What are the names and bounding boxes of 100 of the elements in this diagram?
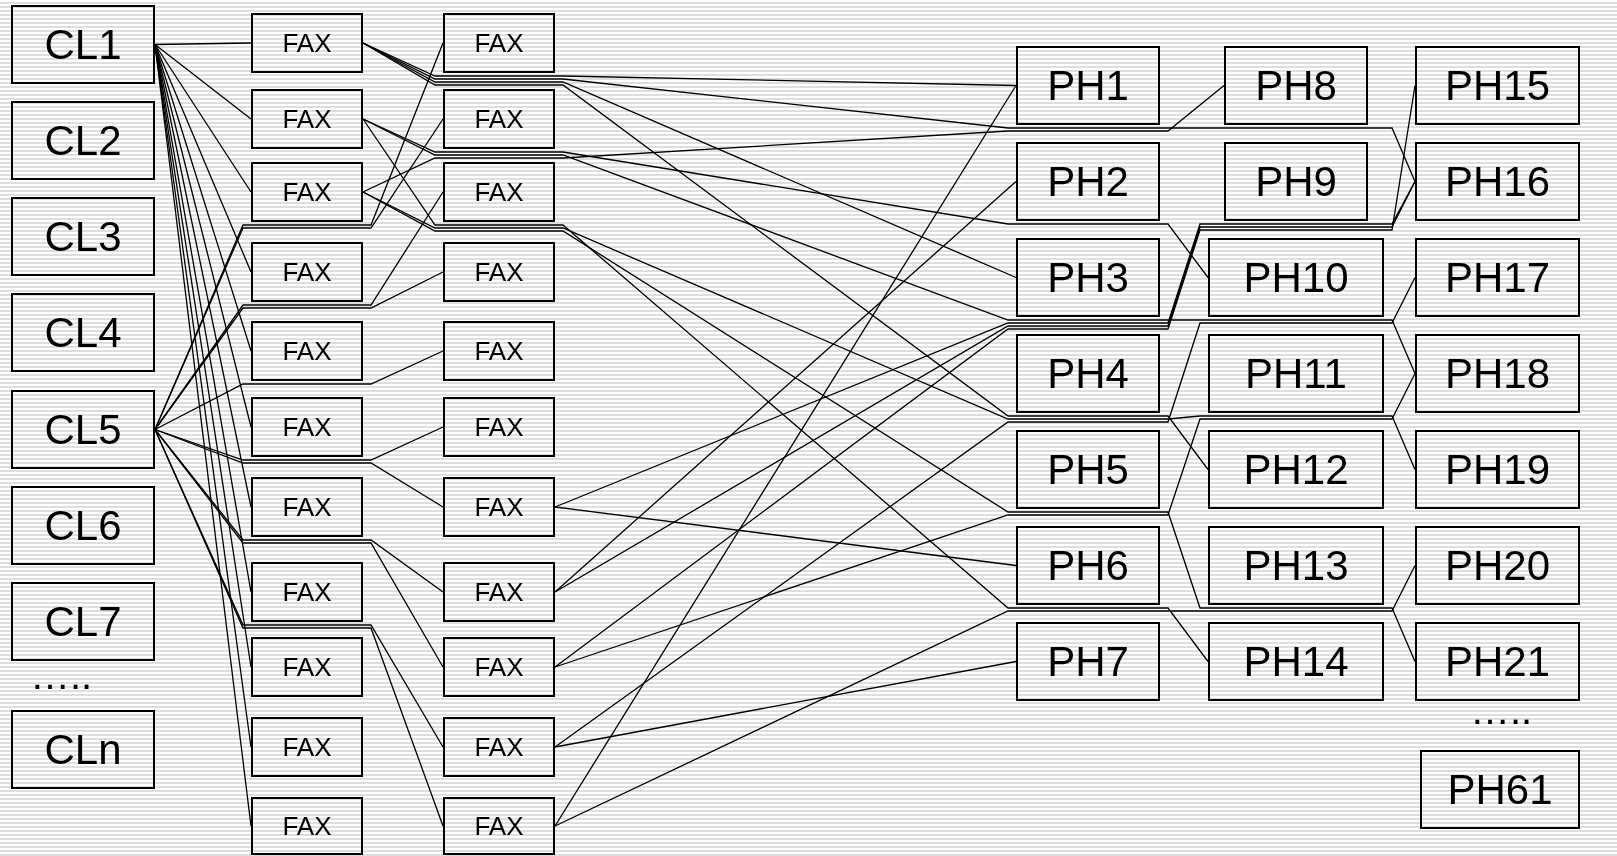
node-box xyxy=(251,797,363,855)
node-box xyxy=(1016,622,1160,701)
node-box xyxy=(443,397,555,457)
node-box xyxy=(1016,430,1160,509)
node-label: FAX xyxy=(474,813,524,839)
node-label: PH7 xyxy=(1047,640,1129,683)
connector-line xyxy=(154,428,444,827)
connector-line xyxy=(154,118,444,431)
node-label: FAX xyxy=(474,30,524,56)
node-box xyxy=(1415,46,1580,125)
node-label: PH2 xyxy=(1047,160,1129,203)
node-box xyxy=(1420,750,1580,829)
node-box xyxy=(443,797,555,855)
node-box xyxy=(251,321,363,381)
node-box xyxy=(1208,622,1384,701)
node-label: CL3 xyxy=(44,215,122,258)
node-label: FAX xyxy=(474,494,524,520)
node-box xyxy=(11,293,155,372)
node-box xyxy=(251,637,363,697)
node-label: FAX xyxy=(474,654,524,680)
node-box xyxy=(443,637,555,697)
ellipsis-label: ….. xyxy=(1470,690,1533,730)
node-label: FAX xyxy=(474,338,524,364)
connector-line xyxy=(554,564,1416,827)
node-label: FAX xyxy=(282,734,332,760)
node-box xyxy=(1016,238,1160,317)
node-label: FAX xyxy=(474,106,524,132)
node-label: PH1 xyxy=(1047,64,1129,107)
connector-line xyxy=(154,428,444,668)
node-label: CL2 xyxy=(44,119,122,162)
node-box xyxy=(1016,142,1160,221)
node-box xyxy=(1016,526,1160,605)
node-box xyxy=(1016,334,1160,413)
node-box xyxy=(1415,526,1580,605)
node-label: PH4 xyxy=(1047,352,1129,395)
node-box xyxy=(443,242,555,302)
node-box xyxy=(1208,430,1384,509)
node-label: FAX xyxy=(282,338,332,364)
node-box xyxy=(11,390,155,469)
connector-line xyxy=(362,118,1209,663)
node-label: FAX xyxy=(282,813,332,839)
node-label: FAX xyxy=(474,734,524,760)
node-box xyxy=(1016,46,1160,125)
node-box xyxy=(443,477,555,537)
connector-line xyxy=(362,118,1209,279)
node-label: FAX xyxy=(282,494,332,520)
node-box xyxy=(11,710,155,789)
node-box xyxy=(1415,622,1580,701)
node-box xyxy=(11,486,155,565)
node-label: CL5 xyxy=(44,408,122,451)
node-box xyxy=(443,89,555,149)
node-label: PH12 xyxy=(1243,448,1349,491)
node-label: CL4 xyxy=(44,311,122,354)
node-label: CLn xyxy=(44,728,122,771)
node-box xyxy=(443,13,555,73)
node-box xyxy=(251,242,363,302)
node-label: PH17 xyxy=(1444,256,1551,299)
node-box xyxy=(251,162,363,222)
node-box xyxy=(1415,430,1580,509)
connector-line xyxy=(554,180,1017,593)
connector-line xyxy=(554,84,1416,668)
connector-line xyxy=(362,84,1225,193)
node-label: PH3 xyxy=(1047,256,1129,299)
connector-line xyxy=(154,350,444,431)
node-label: PH16 xyxy=(1444,160,1551,203)
node-box xyxy=(251,397,363,457)
connector-line xyxy=(554,506,1017,567)
connector-line xyxy=(362,42,1017,87)
node-label: FAX xyxy=(474,179,524,205)
node-label: PH5 xyxy=(1047,448,1129,491)
node-label: CL6 xyxy=(44,504,122,547)
node-label: PH15 xyxy=(1444,64,1551,107)
node-label: PH18 xyxy=(1444,352,1551,395)
node-label: PH10 xyxy=(1243,256,1349,299)
node-box xyxy=(443,562,555,622)
connector-line xyxy=(154,43,252,120)
node-label: PH11 xyxy=(1245,352,1347,395)
connector-line xyxy=(554,372,1416,668)
connector-line xyxy=(362,118,1416,375)
node-box xyxy=(1224,46,1368,125)
node-box xyxy=(443,717,555,777)
node-label: PH14 xyxy=(1243,640,1349,683)
connector-line xyxy=(554,276,1416,748)
node-label: PH13 xyxy=(1243,544,1349,587)
node-label: CL1 xyxy=(44,23,122,66)
node-box xyxy=(1208,334,1384,413)
node-box xyxy=(1415,334,1580,413)
connector-line xyxy=(554,660,1017,748)
node-label: FAX xyxy=(474,579,524,605)
node-box xyxy=(251,717,363,777)
node-label: FAX xyxy=(282,414,332,440)
connector-line xyxy=(362,191,1416,663)
node-box xyxy=(1208,526,1384,605)
node-label: FAX xyxy=(282,30,332,56)
node-label: FAX xyxy=(282,106,332,132)
node-box xyxy=(1415,238,1580,317)
node-box xyxy=(443,321,555,381)
node-box xyxy=(251,89,363,149)
node-label: PH9 xyxy=(1255,160,1337,203)
node-box xyxy=(443,162,555,222)
